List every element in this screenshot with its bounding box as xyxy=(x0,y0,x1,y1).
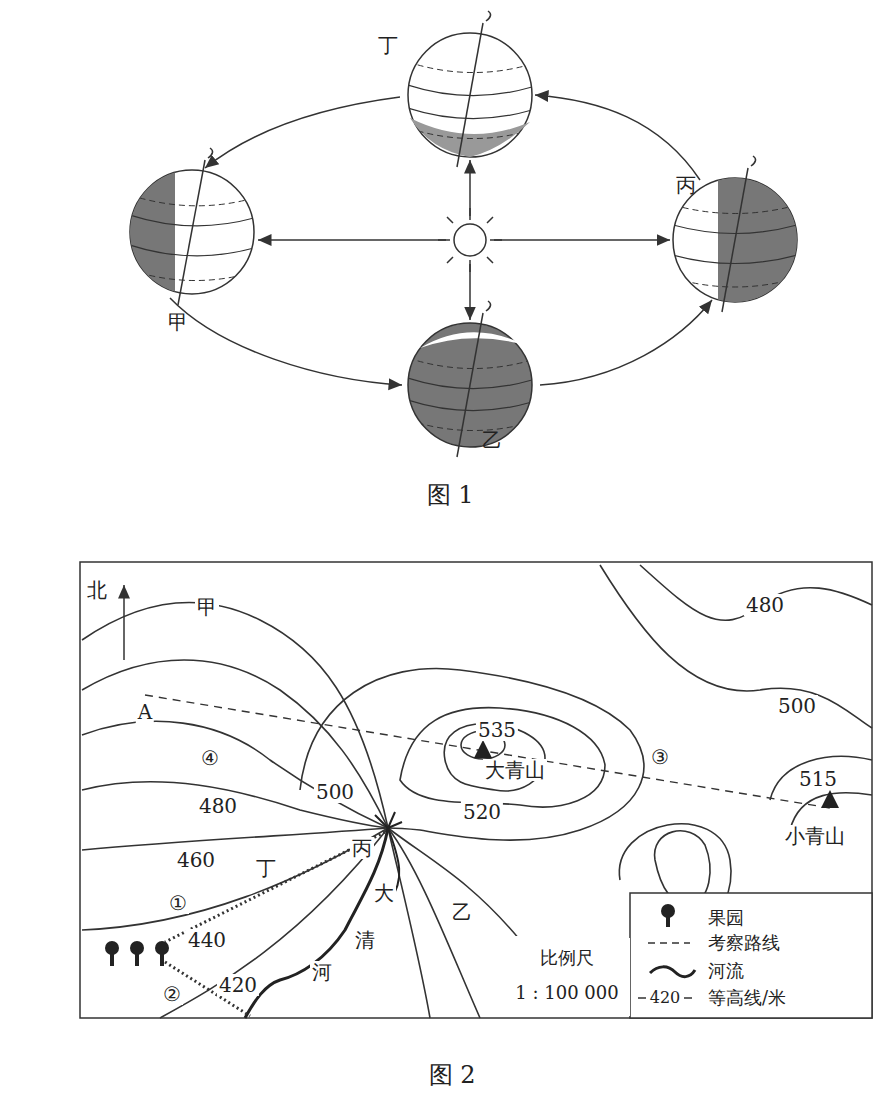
map-label: 小青山 xyxy=(783,825,847,847)
map-label: 535 xyxy=(476,719,518,741)
legend-text: 等高线/米 xyxy=(708,986,786,1010)
map-label: 500 xyxy=(314,781,356,803)
map-label: 420 xyxy=(217,974,259,996)
map-label: 480 xyxy=(744,594,786,616)
scale-text: 比例尺 xyxy=(510,946,624,970)
map-label: 图 2 xyxy=(427,1062,478,1088)
map-label: ③ xyxy=(649,746,671,768)
map-label: ④ xyxy=(199,747,221,769)
map-label: 丁 xyxy=(254,857,278,879)
map-label: 丁 xyxy=(376,34,400,56)
map-label: 河 xyxy=(310,961,334,983)
map-label: 甲 xyxy=(166,311,190,333)
map-label: ① xyxy=(167,892,189,914)
map-label: 乙 xyxy=(450,901,474,923)
map-label: 460 xyxy=(175,849,217,871)
map-label: 520 xyxy=(461,801,503,823)
map-label: 丙 xyxy=(350,837,374,859)
scale-box: 比例尺 1 : 100 000 xyxy=(504,938,630,1016)
legend-text: 考察路线 xyxy=(708,931,780,955)
legend-text: 果园 xyxy=(708,906,744,930)
legend-text: 河流 xyxy=(708,959,744,983)
map-label: A xyxy=(136,701,154,723)
map-label: 甲 xyxy=(195,596,219,618)
map-label: 北 xyxy=(85,579,109,601)
map-label: ② xyxy=(161,983,183,1005)
map-label: 515 xyxy=(797,768,839,790)
map-label: 大 xyxy=(372,882,396,904)
map-label: 440 xyxy=(186,929,228,951)
map-label: 500 xyxy=(776,695,818,717)
map-label: 清 xyxy=(353,929,377,951)
map-label: 大青山 xyxy=(483,759,547,781)
map-label: 图 1 xyxy=(425,482,476,508)
map-label: 乙 xyxy=(480,429,504,451)
scale-text: 1 : 100 000 xyxy=(510,982,624,1003)
map-label: 420 xyxy=(648,989,683,1007)
map-label: 丙 xyxy=(674,174,698,196)
map-label: 480 xyxy=(197,795,239,817)
